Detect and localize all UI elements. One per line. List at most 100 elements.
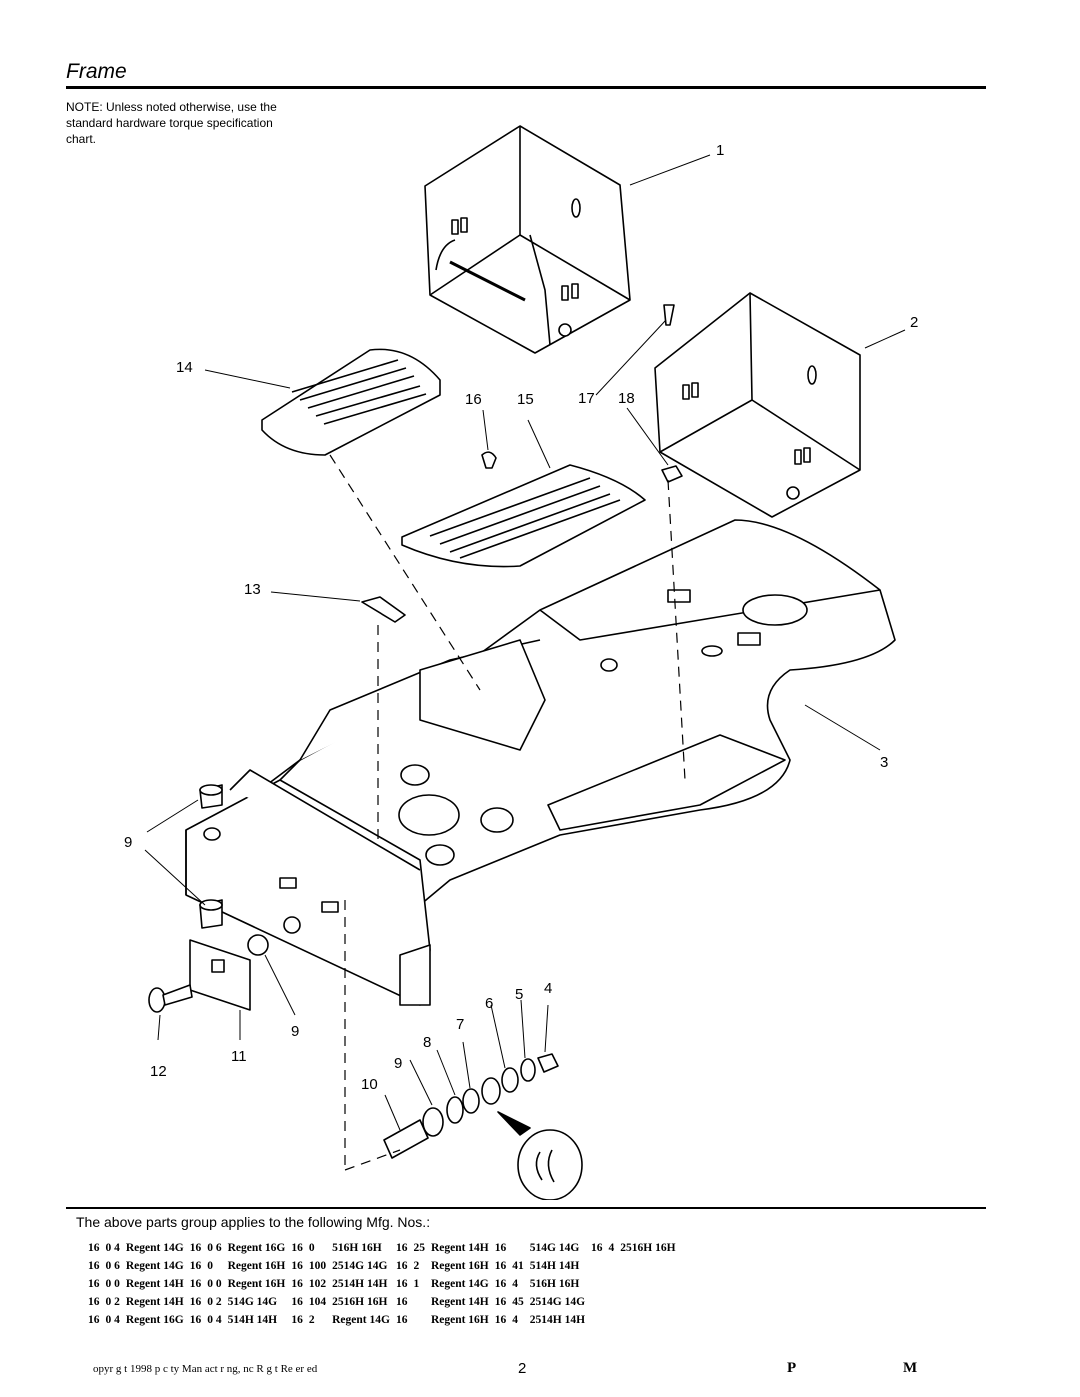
footer-mark-m: M <box>903 1360 918 1376</box>
table-cell: Regent 14H <box>125 1296 184 1308</box>
table-cell: 45 <box>512 1296 524 1308</box>
table-cell: Regent 14G <box>125 1260 184 1272</box>
table-cell: 102 <box>308 1278 327 1290</box>
table-cell: 514G 14G <box>227 1296 278 1308</box>
callout-2: 2 <box>910 314 918 331</box>
table-cell: 16 <box>291 1260 303 1272</box>
table-cell: 16 <box>291 1278 303 1290</box>
callout-18: 18 <box>618 390 635 407</box>
table-cell: 2 <box>413 1260 420 1272</box>
clip-13 <box>361 596 406 623</box>
table-cell <box>620 1293 681 1311</box>
table-cell: 100 <box>308 1260 327 1272</box>
page-number: 2 <box>518 1360 527 1377</box>
table-cell: 0 6 <box>207 1242 222 1254</box>
table-cell: 4 <box>512 1314 518 1326</box>
table-cell: 2516H 16H <box>332 1296 388 1308</box>
callout-16: 16 <box>465 391 482 408</box>
table-cell <box>620 1275 681 1293</box>
table-cell: 16 <box>494 1314 507 1326</box>
table-cell: 16 <box>291 1242 303 1254</box>
table-cell: 16 <box>494 1260 507 1272</box>
table-cell: 16 <box>395 1260 408 1272</box>
push-pin-16 <box>481 451 497 469</box>
table-cell: 41 <box>512 1260 524 1272</box>
table-cell: Regent 16H <box>227 1260 286 1272</box>
table-cell: 16 <box>189 1314 202 1326</box>
table-cell: 104 <box>308 1296 327 1308</box>
table-cell: 4 <box>608 1242 615 1254</box>
table-cell: 0 0 <box>105 1278 120 1290</box>
table-cell: 16 <box>189 1278 202 1290</box>
table-cell: 16 <box>395 1242 408 1254</box>
callout-13: 13 <box>244 581 261 598</box>
title-rule <box>66 86 986 89</box>
table-cell <box>512 1239 530 1257</box>
callout-12: 12 <box>150 1063 167 1080</box>
section-rule <box>66 1207 986 1209</box>
callout-5: 5 <box>515 986 523 1003</box>
table-cell <box>591 1311 609 1329</box>
table-cell <box>591 1293 609 1311</box>
table-cell: 2 <box>308 1314 315 1326</box>
table-cell <box>413 1293 431 1311</box>
callout-7: 7 <box>456 1016 464 1033</box>
table-cell: 16 <box>494 1242 507 1254</box>
table-cell: 0 <box>308 1242 315 1254</box>
page-title: Frame <box>66 60 127 83</box>
table-cell: Regent 16G <box>227 1242 286 1254</box>
table-cell: 0 2 <box>207 1296 222 1308</box>
table-cell: 2514G 14G <box>529 1296 586 1308</box>
callout-17: 17 <box>578 390 595 407</box>
table-cell: 514H 14H <box>227 1314 278 1326</box>
table-cell: 516H 16H <box>529 1278 580 1290</box>
foot-pad-15 <box>401 464 646 568</box>
table-cell: 0 6 <box>105 1260 120 1272</box>
bushing-9 <box>199 784 269 956</box>
table-cell: Regent 14H <box>430 1296 489 1308</box>
table-cell: 516H 16H <box>332 1242 382 1254</box>
applies-heading: The above parts group applies to the fol… <box>76 1214 431 1230</box>
callout-9b: 9 <box>291 1023 299 1040</box>
callout-1: 1 <box>716 142 724 159</box>
table-cell: 514G 14G <box>529 1242 580 1254</box>
footer-mark-p: P <box>787 1360 797 1376</box>
table-cell: 4 <box>512 1278 518 1290</box>
table-cell: 16 <box>395 1296 408 1308</box>
table-cell: 16 <box>88 1296 100 1308</box>
table-cell: Regent 14H <box>125 1278 184 1290</box>
table-cell <box>609 1293 621 1311</box>
callout-labels: 1 2 3 4 5 6 7 8 9 9 9 10 11 12 13 14 15 … <box>124 142 918 1093</box>
table-cell: 16 <box>88 1314 100 1326</box>
callout-14: 14 <box>176 359 193 376</box>
callout-10: 10 <box>361 1076 378 1093</box>
table-cell: 16 <box>189 1296 202 1308</box>
callout-8: 8 <box>423 1034 431 1051</box>
table-cell: 2514H 14H <box>529 1314 586 1326</box>
table-cell <box>609 1257 621 1275</box>
table-cell: 16 <box>88 1242 100 1254</box>
frame-exploded-diagram: 1 2 3 4 5 6 7 8 9 9 9 10 11 12 13 14 15 … <box>124 125 918 1200</box>
table-cell: Regent 14G <box>430 1278 489 1290</box>
table-cell <box>609 1275 621 1293</box>
bolt-17 <box>663 304 675 326</box>
table-cell: Regent 16H <box>430 1314 489 1326</box>
callout-6: 6 <box>485 995 493 1012</box>
table-cell: 16 <box>395 1314 408 1326</box>
table-cell: 0 4 <box>105 1242 120 1254</box>
table-cell: Regent 16H <box>227 1278 286 1290</box>
table-cell <box>609 1311 621 1329</box>
callout-4: 4 <box>544 980 552 997</box>
callout-11: 11 <box>231 1048 247 1065</box>
copyright-text: opyr g t 1998 p c ty Man act r ng, nc R … <box>93 1363 318 1375</box>
table-cell: 2516H 16H <box>620 1242 676 1254</box>
table-cell: 2514G 14G <box>332 1260 388 1272</box>
table-cell: 16 <box>88 1260 100 1272</box>
table-cell: 514H 14H <box>529 1260 580 1272</box>
table-cell: Regent 14H <box>430 1242 489 1254</box>
table-cell: 25 <box>413 1242 425 1254</box>
table-cell: 16 <box>189 1242 202 1254</box>
